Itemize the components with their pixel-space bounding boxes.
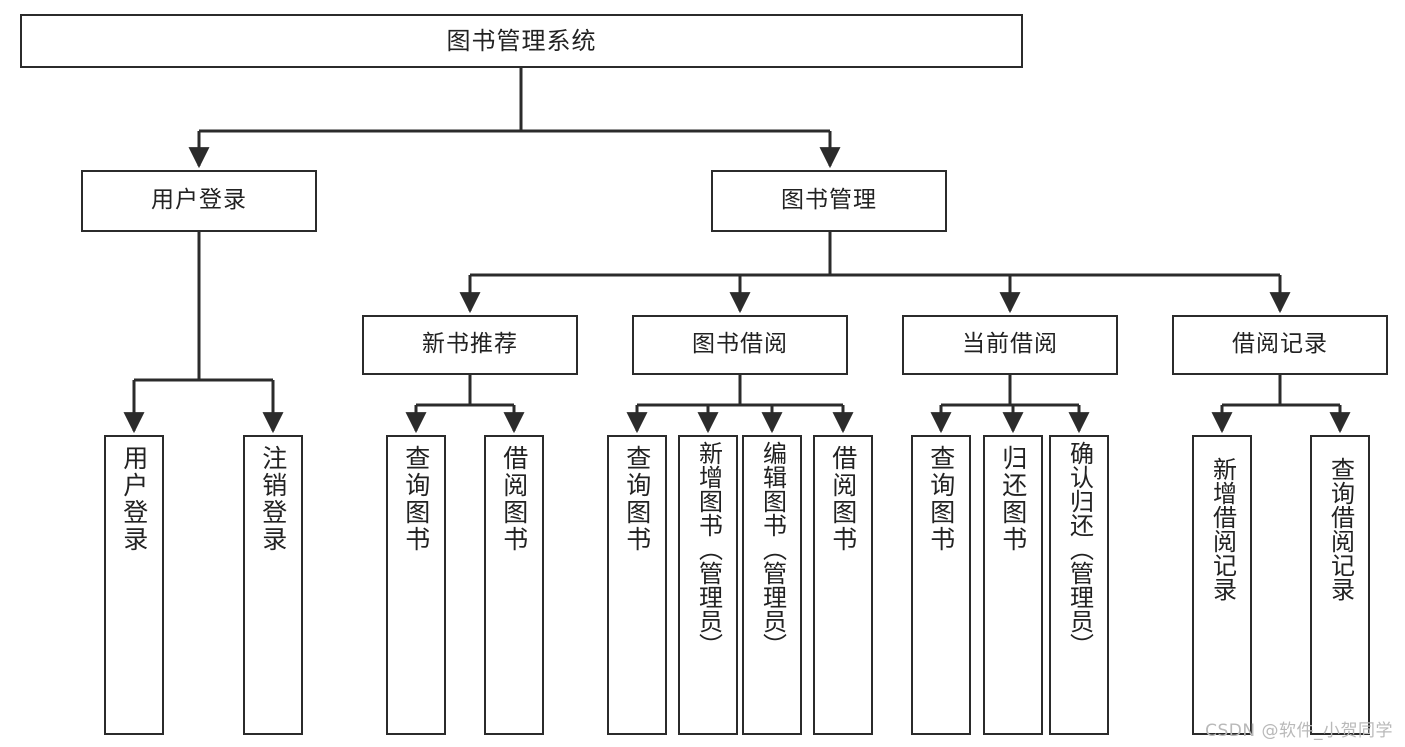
node-leaf-query-book-bor[interactable]: 查询图书 [607,435,667,735]
node-new-book-rec[interactable]: 新书推荐 [362,315,578,375]
node-leaf-borrow-book-bor[interactable]: 借阅图书 [813,435,873,735]
node-leaf-logout[interactable]: 注销登录 [243,435,303,735]
watermark: CSDN @软件_小贺同学 [1205,721,1393,741]
node-leaf-add-book[interactable]: 新增图书（管理员） [678,435,738,735]
node-book-borrow-label: 图书借阅 [692,331,788,358]
node-leaf-logout-label: 注销登录 [258,445,288,553]
node-borrow-record-label: 借阅记录 [1232,331,1328,358]
node-leaf-borrow-book-bor-label: 借阅图书 [828,445,858,553]
node-leaf-confirm-return[interactable]: 确认归还（管理员） [1049,435,1109,735]
node-leaf-query-record-label: 查询借阅记录 [1326,457,1355,601]
node-root-label: 图书管理系统 [446,26,597,55]
node-leaf-add-record-label: 新增借阅记录 [1208,457,1237,601]
node-leaf-add-book-label: 新增图书（管理员） [694,441,723,657]
node-user-login-label: 用户登录 [151,187,247,214]
node-leaf-edit-book[interactable]: 编辑图书（管理员） [742,435,802,735]
node-leaf-add-record[interactable]: 新增借阅记录 [1192,435,1252,735]
node-leaf-user-login-label: 用户登录 [119,445,149,553]
node-book-manage[interactable]: 图书管理 [711,170,947,232]
node-leaf-borrow-book-rec-label: 借阅图书 [499,445,529,553]
node-root[interactable]: 图书管理系统 [20,14,1023,68]
node-leaf-borrow-book-rec[interactable]: 借阅图书 [484,435,544,735]
node-user-login[interactable]: 用户登录 [81,170,317,232]
node-current-borrow[interactable]: 当前借阅 [902,315,1118,375]
node-current-borrow-label: 当前借阅 [962,331,1058,358]
node-new-book-rec-label: 新书推荐 [422,331,518,358]
node-leaf-query-book-bor-label: 查询图书 [622,445,652,553]
node-leaf-query-book-cur-label: 查询图书 [926,445,956,553]
node-book-manage-label: 图书管理 [781,187,877,214]
node-borrow-record[interactable]: 借阅记录 [1172,315,1388,375]
node-leaf-return-book-label: 归还图书 [998,445,1028,553]
node-leaf-confirm-return-label: 确认归还（管理员） [1065,441,1094,657]
node-leaf-query-book-rec[interactable]: 查询图书 [386,435,446,735]
node-leaf-edit-book-label: 编辑图书（管理员） [758,441,787,657]
node-leaf-query-book-cur[interactable]: 查询图书 [911,435,971,735]
node-leaf-user-login[interactable]: 用户登录 [104,435,164,735]
node-book-borrow[interactable]: 图书借阅 [632,315,848,375]
node-leaf-query-book-rec-label: 查询图书 [401,445,431,553]
node-leaf-query-record[interactable]: 查询借阅记录 [1310,435,1370,735]
node-leaf-return-book[interactable]: 归还图书 [983,435,1043,735]
